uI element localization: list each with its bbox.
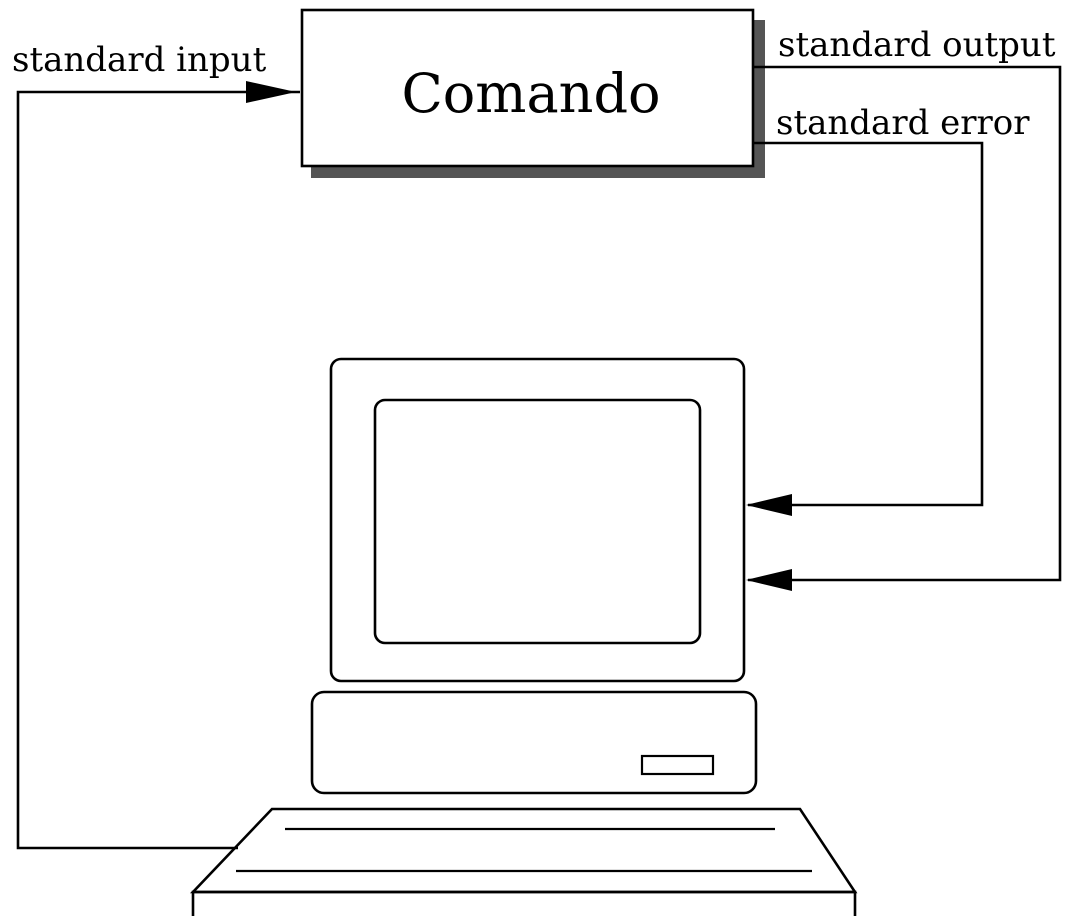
- monitor-bezel: [329, 357, 746, 683]
- standard-output-connector: [746, 65, 1062, 591]
- standard-input-line: [16, 90, 300, 850]
- system-unit: [310, 690, 758, 795]
- drive-slot: [640, 754, 715, 776]
- command-box-frame: [300, 8, 755, 168]
- keyboard-top: [189, 807, 858, 894]
- standard-output-label: standard output: [778, 25, 1056, 65]
- standard-error-arrowhead: [746, 494, 792, 516]
- standard-error-label: standard error: [776, 103, 1030, 143]
- command-box-label: Comando: [401, 62, 660, 125]
- command-box: Comando: [300, 8, 765, 178]
- standard-input-label: standard input: [12, 40, 267, 80]
- standard-error-connector: [746, 141, 984, 516]
- standard-input-arrowhead: [246, 81, 296, 103]
- standard-output-arrowhead: [746, 569, 792, 591]
- monitor-screen: [373, 398, 702, 645]
- computer-terminal-icon: [189, 357, 858, 916]
- standard-error-line: [748, 141, 984, 507]
- keyboard-front: [191, 890, 857, 916]
- standard-output-line: [748, 65, 1062, 582]
- standard-input-connector: [16, 81, 300, 850]
